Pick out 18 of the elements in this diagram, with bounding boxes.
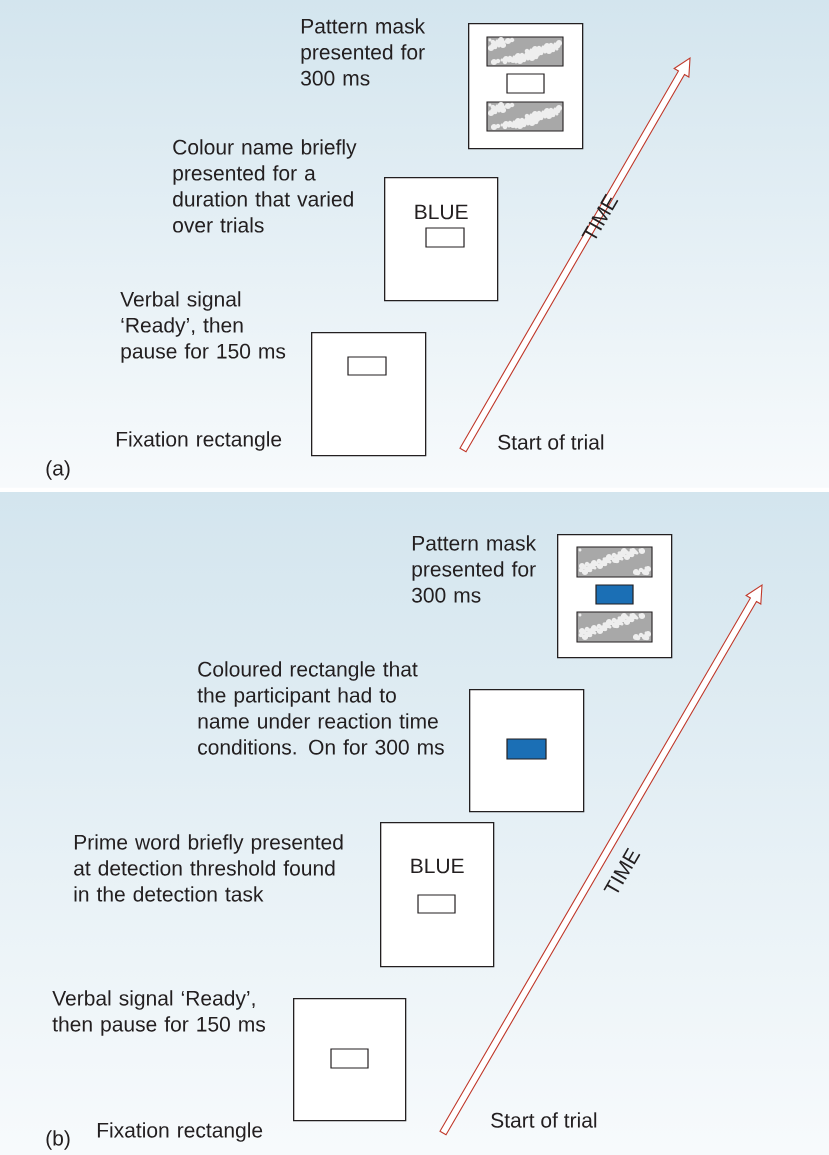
screen-box <box>293 998 407 1122</box>
step-description: Pattern mask presented for 300 ms <box>412 535 537 603</box>
panel-label: (b) <box>46 1130 70 1150</box>
step-description: Verbal signal ‘Ready’, then pause for 150 ms <box>120 291 286 363</box>
start-label: Start of trial <box>498 434 604 450</box>
step-description: Colour name briefly presented for a duration that varied over trials <box>173 139 357 233</box>
step-description: Fixation rectangle <box>97 1122 263 1142</box>
step-description: Prime word briefly presented at detection threshold found in the detection task <box>74 834 343 902</box>
screen-box: BLUE <box>380 822 495 968</box>
screen-box: BLUE <box>384 177 499 302</box>
step-description: Pattern mask presented for 300 ms <box>301 18 426 86</box>
step-description: Coloured rectangle that the participant had to name under reaction time conditions. On for 300 ms <box>197 661 444 755</box>
step-description: Fixation rectangle <box>116 431 282 451</box>
panel-label: (a) <box>46 460 70 480</box>
screen-box <box>469 689 585 813</box>
screen-box <box>311 332 427 457</box>
start-label: Start of trial <box>491 1112 597 1128</box>
step-description: Verbal signal ‘Ready’, then pause for 150 ms <box>52 990 266 1036</box>
